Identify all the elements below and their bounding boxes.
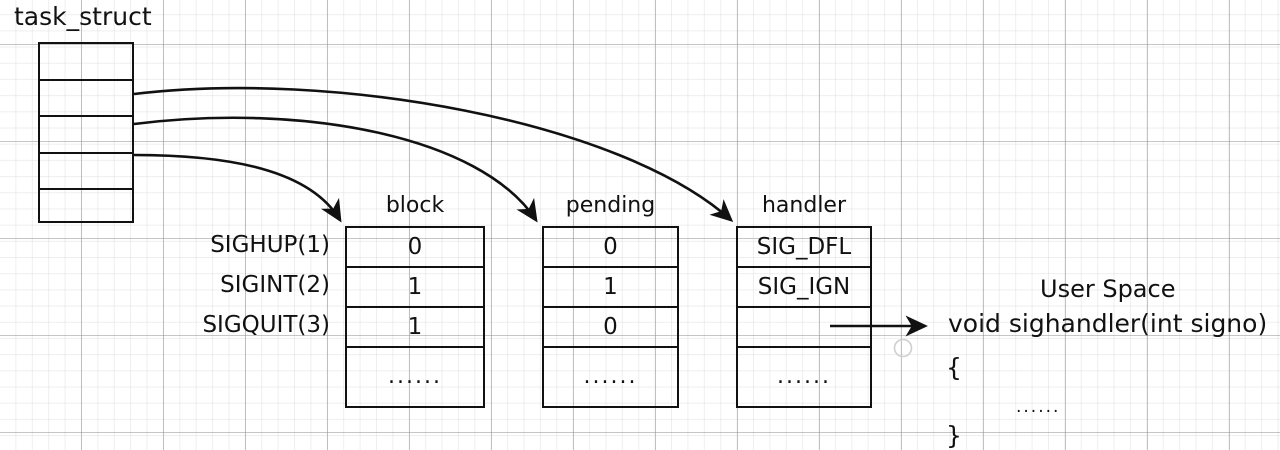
task-struct-row-3 [40, 117, 132, 154]
user-space-open-brace: { [946, 353, 962, 382]
block-cell-0: 0 [347, 228, 483, 268]
task-struct-row-4 [40, 154, 132, 190]
pending-table: 0 1 0 ...... [542, 226, 679, 408]
block-cell-3: ...... [388, 364, 442, 389]
pending-cell-3: ...... [583, 364, 638, 389]
block-cell-1: 1 [347, 268, 483, 308]
task-struct-title: task_struct [14, 2, 152, 31]
column-header-block: block [385, 193, 445, 218]
arrow-to-block [133, 153, 342, 223]
column-header-handler: handler [761, 193, 847, 218]
task-struct-row-2 [40, 81, 132, 117]
pending-cell-2: 0 [544, 308, 677, 348]
task-struct-row-1 [40, 44, 132, 81]
pending-cell-0: 0 [544, 228, 677, 268]
handler-cell-1: SIG_IGN [738, 268, 870, 308]
stray-circle-artifact [893, 338, 913, 358]
task-struct-row-5 [40, 190, 132, 222]
signal-label-sigquit: SIGQUIT(3) [202, 312, 330, 338]
user-space-title: User Space [1040, 275, 1176, 303]
pending-cell-1: 1 [544, 268, 677, 308]
handler-table: SIG_DFL SIG_IGN ...... [736, 226, 872, 408]
user-space-close-brace: } [946, 421, 962, 450]
user-space-body-dots: ...... [1016, 397, 1061, 417]
user-space-signature: void sighandler(int signo) [948, 309, 1268, 338]
signal-label-sigint: SIGINT(2) [220, 272, 330, 298]
block-cell-2: 1 [347, 308, 483, 348]
signal-label-sighup: SIGHUP(1) [210, 232, 330, 258]
column-header-pending: pending [565, 193, 656, 218]
handler-cell-3: ...... [777, 364, 831, 389]
block-table: 0 1 1 ...... [345, 226, 485, 408]
handler-cell-2 [738, 308, 870, 348]
task-struct-box [38, 42, 134, 223]
handler-cell-0: SIG_DFL [738, 228, 870, 268]
